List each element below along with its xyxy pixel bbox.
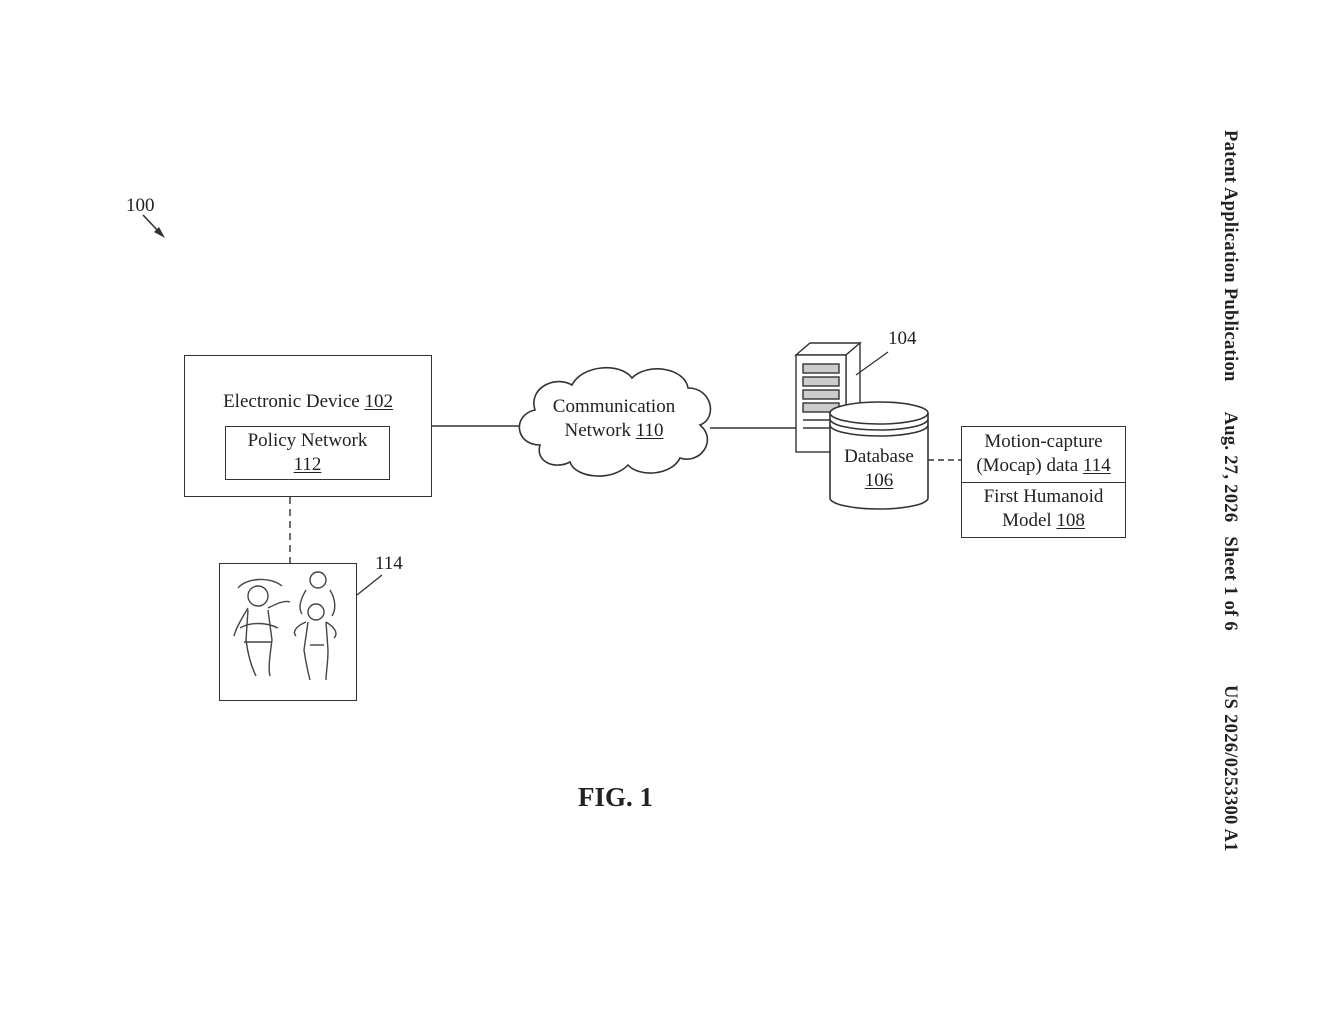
- communication-network-line1: Communication: [540, 394, 688, 419]
- mocap-line2: (Mocap) data 114: [961, 453, 1126, 478]
- figure-caption: FIG. 1: [578, 782, 653, 813]
- mocap-line1: Motion-capture: [961, 429, 1126, 454]
- electronic-device-text: Electronic Device: [223, 391, 360, 412]
- mocap-text: (Mocap) data: [976, 455, 1078, 476]
- image-panel-ref: 114: [375, 551, 403, 576]
- policy-network-ref: 112: [225, 452, 390, 477]
- server-ref: 104: [888, 326, 917, 351]
- ref-100: 100: [126, 193, 155, 218]
- communication-network-line2: Network 110: [540, 418, 688, 443]
- communication-network-ref: 110: [636, 420, 664, 441]
- database-label: Database: [830, 444, 928, 469]
- database-ref: 106: [830, 468, 928, 493]
- humanoid-text: Model: [1002, 510, 1052, 531]
- humanoid-line1: First Humanoid: [961, 484, 1126, 509]
- humanoid-ref: 108: [1056, 510, 1085, 531]
- policy-network-label: Policy Network: [225, 428, 390, 453]
- mocap-ref: 114: [1083, 455, 1111, 476]
- electronic-device-label: Electronic Device 102: [184, 389, 432, 414]
- leader-104: [856, 352, 888, 375]
- data-divider: [961, 482, 1126, 483]
- leader-114: [357, 575, 382, 595]
- communication-network-text: Network: [564, 420, 630, 441]
- image-panel-box: [219, 563, 357, 701]
- humanoid-line2: Model 108: [961, 508, 1126, 533]
- electronic-device-ref: 102: [364, 391, 393, 412]
